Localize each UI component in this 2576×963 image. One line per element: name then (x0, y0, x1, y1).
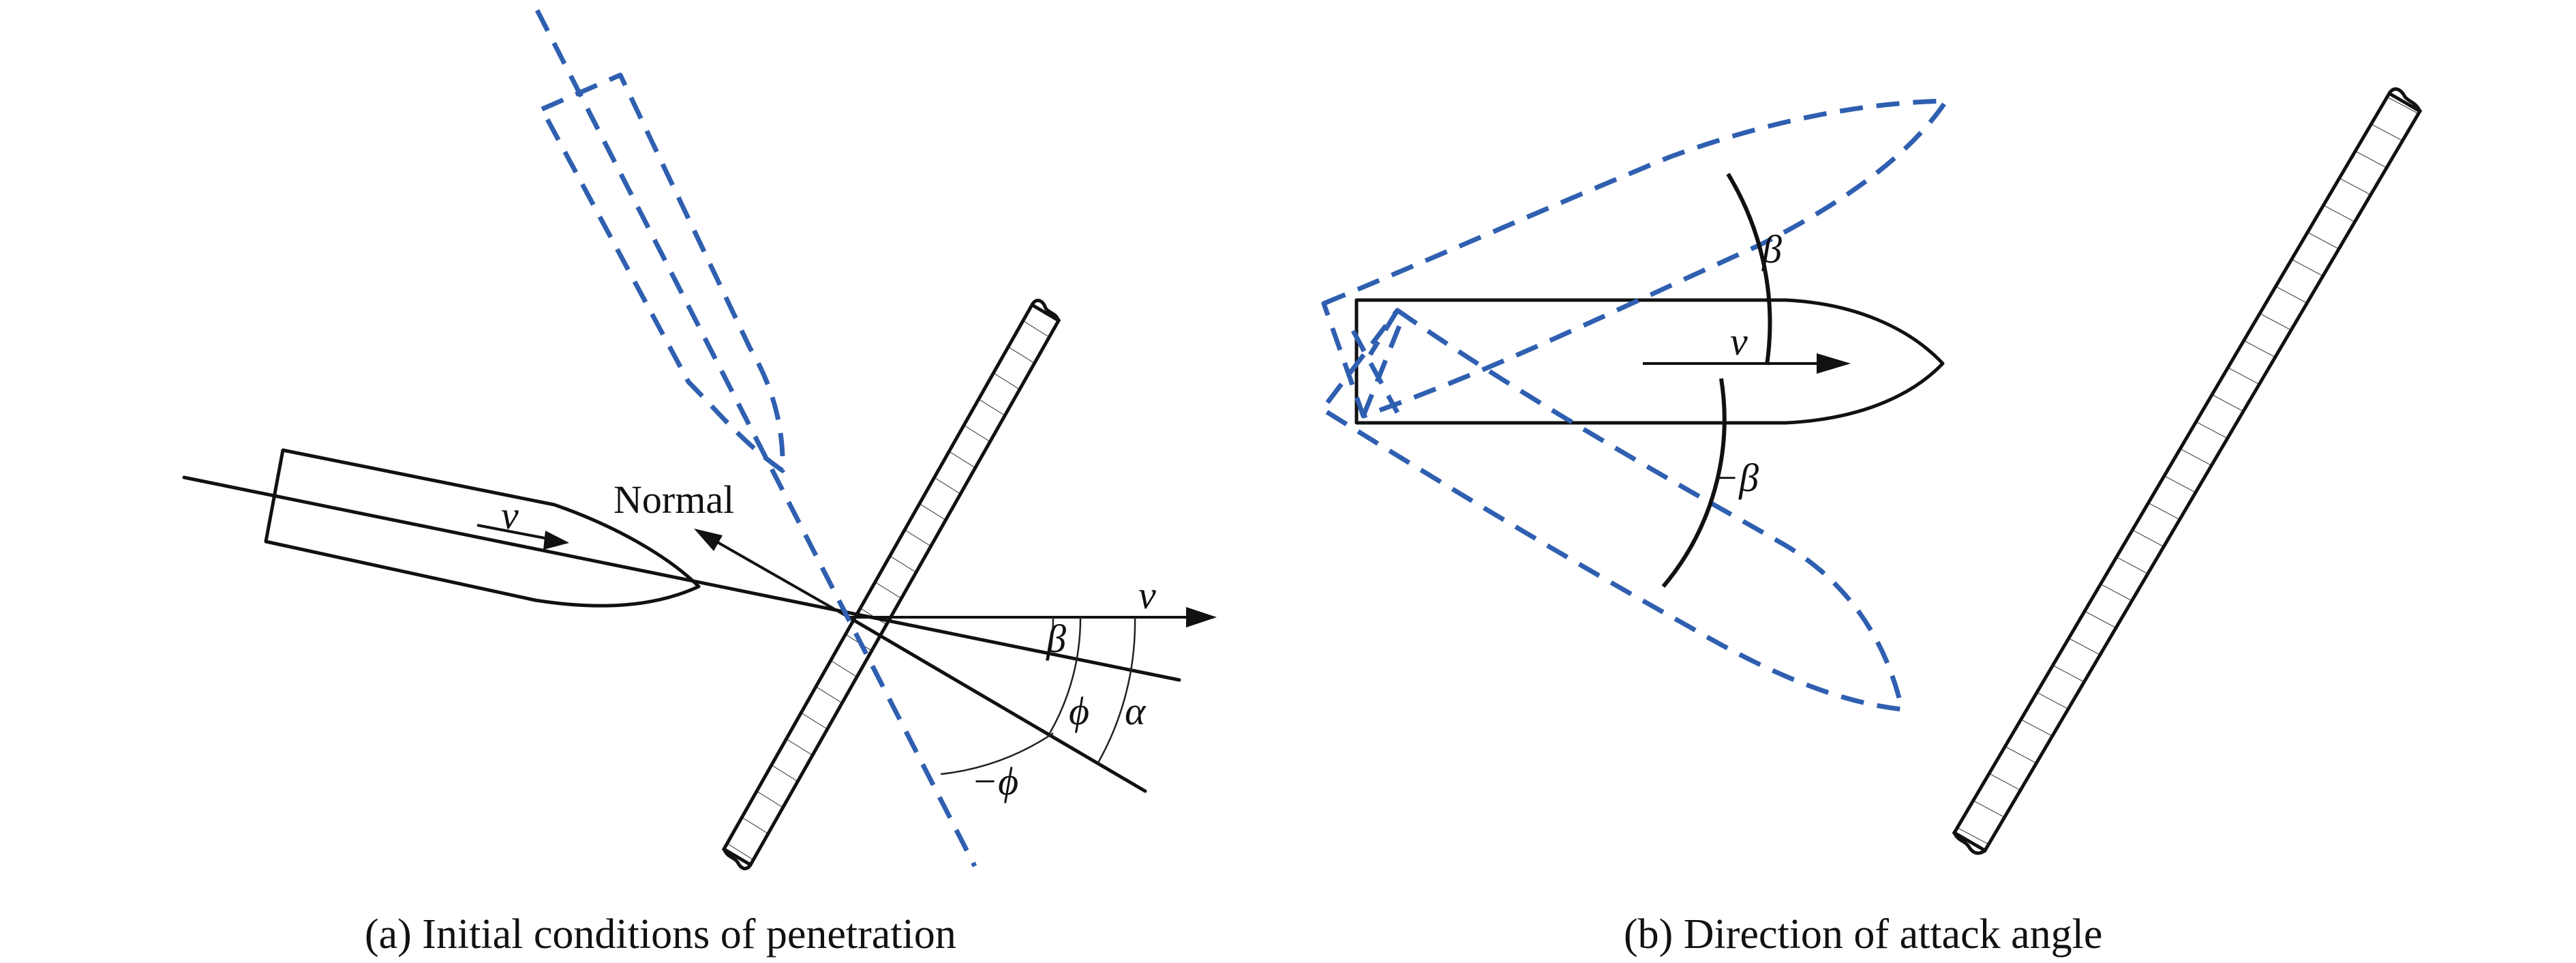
velocity-axis-a (849, 607, 1217, 627)
label-beta-a: β (1046, 617, 1066, 661)
projectile-dashed-down (1320, 308, 1905, 712)
target-plate-a (721, 299, 1061, 870)
panel-b: v β −β (b) Direction of attack angle (1320, 87, 2423, 958)
label-minus-phi-a: −ϕ (971, 759, 1018, 803)
phi-ray (847, 615, 1147, 793)
label-beta-b: β (1761, 227, 1782, 271)
projectile-axis-line (182, 475, 1181, 682)
label-phi-a: ϕ (1069, 689, 1089, 733)
label-normal: Normal (613, 477, 734, 522)
label-minus-beta-b: −β (1712, 456, 1759, 500)
label-v-axis: v (1138, 573, 1156, 617)
projectile-dashed-up (1321, 98, 1949, 419)
label-v-projectile: v (501, 493, 519, 537)
panel-a: v v Normal β ϕ α −ϕ (a) In (182, 9, 1217, 958)
angle-arcs-b (1661, 173, 1772, 588)
projectile-dashed-a (534, 9, 978, 868)
caption-b: (b) Direction of attack angle (1624, 911, 2102, 958)
velocity-arrow-a (476, 524, 569, 550)
normal-arrow (694, 529, 849, 619)
label-v-b: v (1730, 319, 1748, 364)
velocity-arrow-b (1643, 353, 1851, 374)
projectile-solid-a (264, 448, 701, 608)
label-alpha-a: α (1125, 689, 1147, 733)
projectile-solid-b (1354, 298, 1945, 425)
angle-arcs-a (940, 617, 1136, 775)
target-plate-b (1952, 87, 2423, 855)
caption-a: (a) Initial conditions of penetration (365, 911, 956, 958)
